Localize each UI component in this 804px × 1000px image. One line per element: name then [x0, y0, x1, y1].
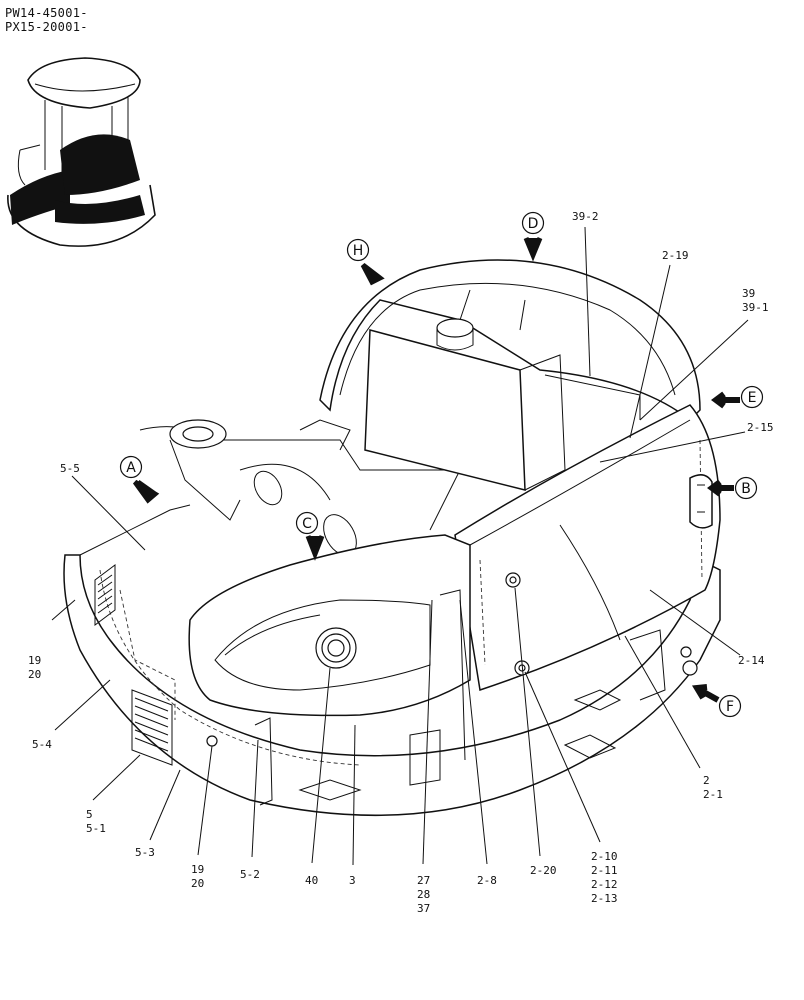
label-5-1: 5-1: [86, 822, 106, 835]
view-marker-b: B: [734, 476, 758, 500]
callout-leader-lines: [51, 226, 749, 866]
machine-locator-thumbnail: [7, 57, 156, 247]
upper-structure-assembly: [63, 259, 721, 817]
label-2-1: 2-1: [703, 788, 723, 801]
view-marker-letter: D: [528, 216, 539, 232]
label-19-bottom: 19: [191, 863, 204, 876]
label-19: 19: [28, 654, 41, 667]
view-marker-letter: C: [302, 516, 312, 532]
label-5-2: 5-2: [240, 868, 260, 881]
label-2-8: 2-8: [477, 874, 497, 887]
label-5-4: 5-4: [32, 738, 52, 751]
label-5-3: 5-3: [135, 846, 155, 859]
view-marker-letter: F: [726, 699, 734, 715]
view-marker-circles: A B C D E F H: [119, 211, 764, 718]
model-range-line-1: PW14-45001-: [5, 6, 88, 20]
label-2-14: 2-14: [738, 654, 765, 667]
view-marker-circle: [346, 238, 370, 262]
view-marker-circle: [718, 694, 742, 718]
label-40: 40: [305, 874, 318, 887]
label-2-20: 2-20: [530, 864, 557, 877]
bolt-19-20: [206, 735, 218, 747]
view-marker-circle: [521, 211, 545, 235]
label-2-12: 2-12: [591, 878, 618, 891]
label-2: 2: [703, 774, 710, 787]
view-marker-letter: A: [126, 460, 136, 476]
label-3: 3: [349, 874, 356, 887]
label-2-19: 2-19: [662, 249, 689, 262]
view-marker-circle: [740, 385, 764, 409]
label-39-1: 39-1: [742, 301, 769, 314]
left-vent-grille: [94, 564, 116, 626]
view-marker-circle: [734, 476, 758, 500]
model-range-line-2: PX15-20001-: [5, 20, 88, 34]
lower-vent-grille: [131, 689, 173, 766]
label-2-15: 2-15: [747, 421, 774, 434]
label-5-5: 5-5: [60, 462, 80, 475]
view-marker-e: E: [740, 385, 764, 409]
view-marker-f: F: [718, 694, 742, 718]
view-marker-c: C: [295, 511, 319, 535]
part-number-labels: 5-5 19 20 5-4 5 5-1 5-3 19 20 5-2 40 3 2…: [28, 210, 774, 915]
view-marker-h: H: [346, 238, 370, 262]
view-marker-arrows: [132, 237, 740, 703]
view-marker-d: D: [521, 211, 545, 235]
label-2-13: 2-13: [591, 892, 618, 905]
label-20: 20: [28, 668, 41, 681]
label-39-2: 39-2: [572, 210, 599, 223]
label-37: 37: [417, 902, 430, 915]
view-marker-circle: [119, 455, 143, 479]
label-2-10: 2-10: [591, 850, 618, 863]
label-20-bottom: 20: [191, 877, 204, 890]
view-marker-letter: B: [741, 481, 751, 497]
view-marker-letter: H: [353, 243, 364, 259]
label-5: 5: [86, 808, 93, 821]
view-marker-a: A: [119, 455, 143, 479]
label-28: 28: [417, 888, 430, 901]
label-27: 27: [417, 874, 430, 887]
label-39: 39: [742, 287, 755, 300]
view-marker-circle: [295, 511, 319, 535]
view-marker-letter: E: [748, 390, 757, 406]
label-2-11: 2-11: [591, 864, 618, 877]
